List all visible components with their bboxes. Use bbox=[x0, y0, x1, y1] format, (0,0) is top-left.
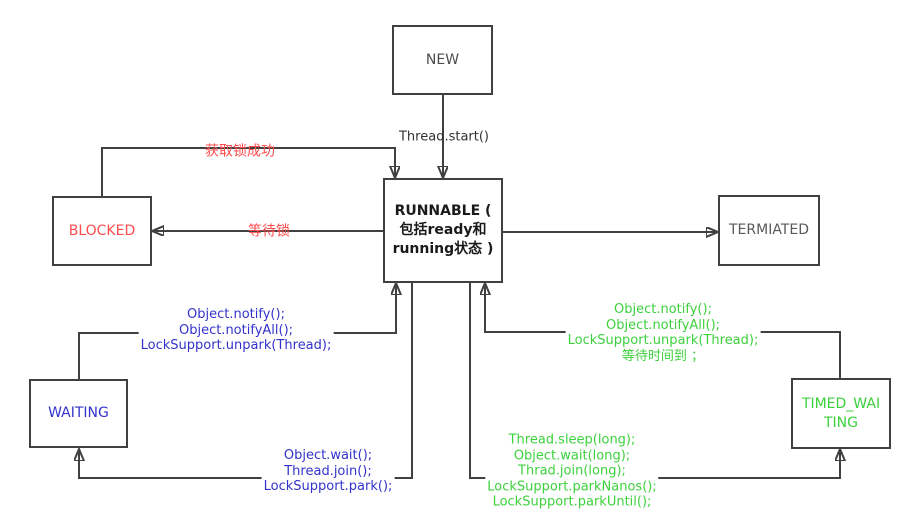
node-waiting-label: WAITING bbox=[48, 405, 109, 421]
node-termiated-label: TERMIATED bbox=[728, 222, 809, 238]
edge-label-notify-unpark: Object.notify(); Object.notifyAll(); Loc… bbox=[138, 306, 334, 354]
node-blocked-label: BLOCKED bbox=[68, 222, 136, 239]
node-waiting: WAITING bbox=[29, 379, 128, 448]
edge-runnable-to-waiting bbox=[79, 283, 413, 479]
node-runnable: RUNNABLE ( 包括ready和 running状态 ) bbox=[383, 178, 503, 283]
edge-label-thread-start: Thread.start() bbox=[398, 129, 490, 145]
node-new: NEW bbox=[392, 25, 493, 95]
node-timed-waiting: TIMED_WAI TING bbox=[791, 378, 891, 449]
edge-label-sleep-wait-join-timed: Thread.sleep(long); Object.wait(long); T… bbox=[485, 432, 659, 510]
edge-label-wait-for-lock: 等待锁 bbox=[248, 223, 290, 240]
edge-label-acquire-lock-success: 获取锁成功 bbox=[205, 143, 275, 160]
edge-label-wait-join-park: Object.wait(); Thread.join(); LockSuppor… bbox=[261, 447, 395, 495]
edge-label-notify-unpark-timeout: Object.notify(); Object.notifyAll(); Loc… bbox=[565, 302, 761, 364]
node-termiated: TERMIATED bbox=[718, 195, 820, 266]
node-blocked: BLOCKED bbox=[52, 196, 152, 266]
node-timed-waiting-label: TIMED_WAI TING bbox=[801, 395, 881, 431]
node-runnable-label: RUNNABLE ( 包括ready和 running状态 ) bbox=[392, 203, 494, 257]
edge-blocked-to-runnable bbox=[101, 147, 395, 196]
node-new-label: NEW bbox=[425, 51, 460, 68]
